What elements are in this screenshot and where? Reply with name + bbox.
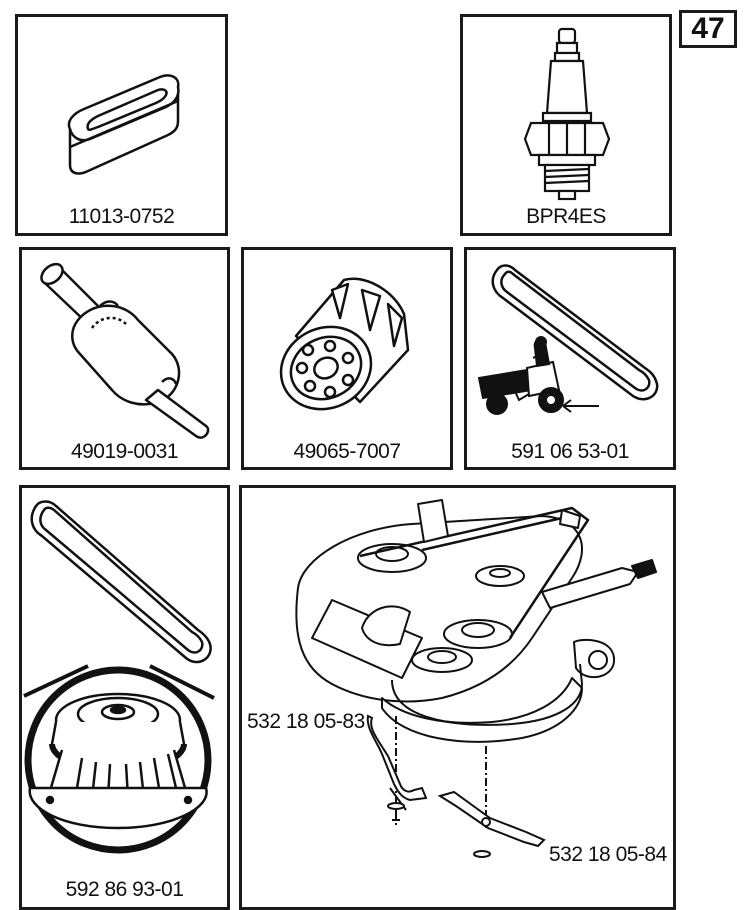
- spark-plug-icon: [523, 27, 611, 201]
- panel-oil-filter: 49065-7007: [241, 247, 453, 470]
- part-number-air-filter: 11013-0752: [68, 205, 175, 228]
- panel-drive-belt: 591 06 53-01: [464, 247, 676, 470]
- belt-icon: [23, 500, 215, 854]
- pulley-icon: [23, 664, 215, 854]
- part-number-deck-belt-pulley: 592 86 93-01: [65, 878, 184, 901]
- panel-air-filter: 11013-0752: [15, 14, 228, 236]
- callout-blade-left: 532 18 05-83: [247, 710, 365, 733]
- panel-fuel-filter: 49019-0031: [19, 247, 230, 470]
- air-filter-icon: [67, 74, 180, 175]
- panel-deck-belt-pulley: 592 86 93-01: [19, 485, 230, 910]
- panel-mower-deck: 532 18 05-83 532 18 05-84: [239, 485, 676, 910]
- fuel-filter-icon: [40, 262, 210, 439]
- blade-icon: [366, 714, 546, 858]
- callout-blade-right: 532 18 05-84: [549, 843, 667, 866]
- page-number: 47: [679, 10, 737, 48]
- panel-spark-plug: BPR4ES: [460, 14, 672, 236]
- part-number-spark-plug: BPR4ES: [526, 205, 606, 228]
- part-number-fuel-filter: 49019-0031: [70, 440, 179, 463]
- tractor-icon: [477, 336, 599, 415]
- part-number-oil-filter: 49065-7007: [293, 440, 401, 463]
- oil-filter-icon: [279, 277, 410, 411]
- mower-deck-icon: [295, 499, 657, 858]
- part-number-drive-belt: 591 06 53-01: [511, 440, 629, 463]
- belt-icon: [477, 264, 659, 415]
